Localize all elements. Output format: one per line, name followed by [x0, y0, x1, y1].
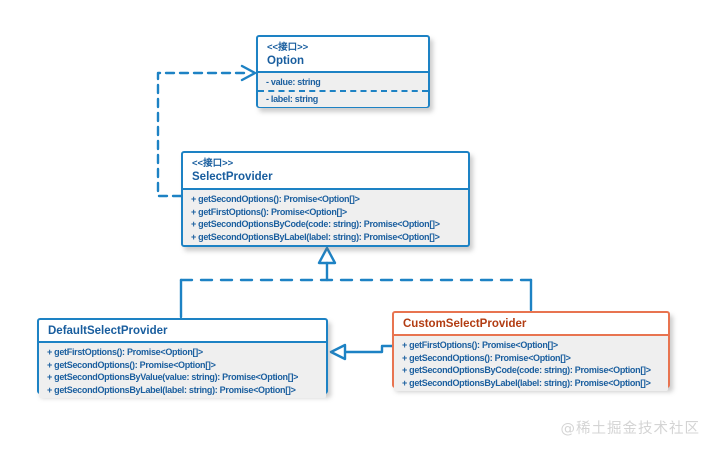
watermark-text: @稀土掘金技术社区: [560, 421, 700, 437]
attribute-row: - label: string: [266, 93, 319, 104]
option-attributes: - value: string - label: string: [258, 71, 428, 107]
selectprovider-methods: + getSecondOptions(): Promise<Option[]> …: [183, 188, 468, 245]
method-row: + getSecondOptionsByCode(code: string): …: [191, 219, 440, 229]
selectprovider-stereotype: <<接口>>: [192, 158, 234, 169]
method-row: + getSecondOptions(): Promise<Option[]>: [402, 352, 571, 363]
method-row: + getSecondOptionsByCode(code: string): …: [402, 365, 651, 375]
defaultselectprovider-methods: + getFirstOptions(): Promise<Option[]> +…: [39, 341, 326, 398]
customselectprovider-title: CustomSelectProvider: [394, 313, 668, 334]
method-row: + getSecondOptionsByValue(value: string)…: [47, 372, 299, 382]
method-row: + getSecondOptionsByLabel(label: string)…: [47, 384, 296, 395]
class-box-defaultselectprovider: DefaultSelectProvider + getFirstOptions(…: [37, 318, 328, 398]
defaultselectprovider-name: DefaultSelectProvider: [48, 325, 168, 337]
method-row: + getFirstOptions(): Promise<Option[]>: [47, 347, 203, 357]
realization-arrow-to-selectprovider: [179, 246, 533, 319]
method-row: + getSecondOptions(): Promise<Option[]>: [191, 194, 360, 204]
class-box-selectprovider: <<接口>> SelectProvider + getSecondOptions…: [181, 151, 470, 247]
method-row: + getSecondOptionsByLabel(label: string)…: [402, 377, 651, 388]
customselectprovider-methods: + getFirstOptions(): Promise<Option[]> +…: [394, 334, 668, 391]
option-stereotype: <<接口>>: [267, 42, 309, 53]
class-box-option: <<接口>> Option - value: string - label: s…: [256, 35, 430, 108]
method-row: + getSecondOptions(): Promise<Option[]>: [47, 359, 216, 370]
attribute-separator: [258, 89, 428, 92]
defaultselectprovider-title: DefaultSelectProvider: [39, 320, 326, 341]
method-row: + getFirstOptions(): Promise<Option[]>: [191, 206, 347, 217]
option-name: Option: [267, 55, 305, 67]
attribute-row: - value: string: [266, 77, 321, 87]
method-row: + getFirstOptions(): Promise<Option[]>: [402, 340, 558, 350]
selectprovider-title: <<接口>> SelectProvider: [183, 153, 468, 188]
generalization-arrow-custom-to-default: [329, 343, 394, 361]
customselectprovider-name: CustomSelectProvider: [403, 318, 527, 330]
option-title: <<接口>> Option: [258, 37, 428, 71]
selectprovider-name: SelectProvider: [192, 171, 273, 183]
method-row: + getSecondOptionsByLabel(label: string)…: [191, 231, 440, 242]
class-box-customselectprovider: CustomSelectProvider + getFirstOptions()…: [392, 311, 670, 391]
